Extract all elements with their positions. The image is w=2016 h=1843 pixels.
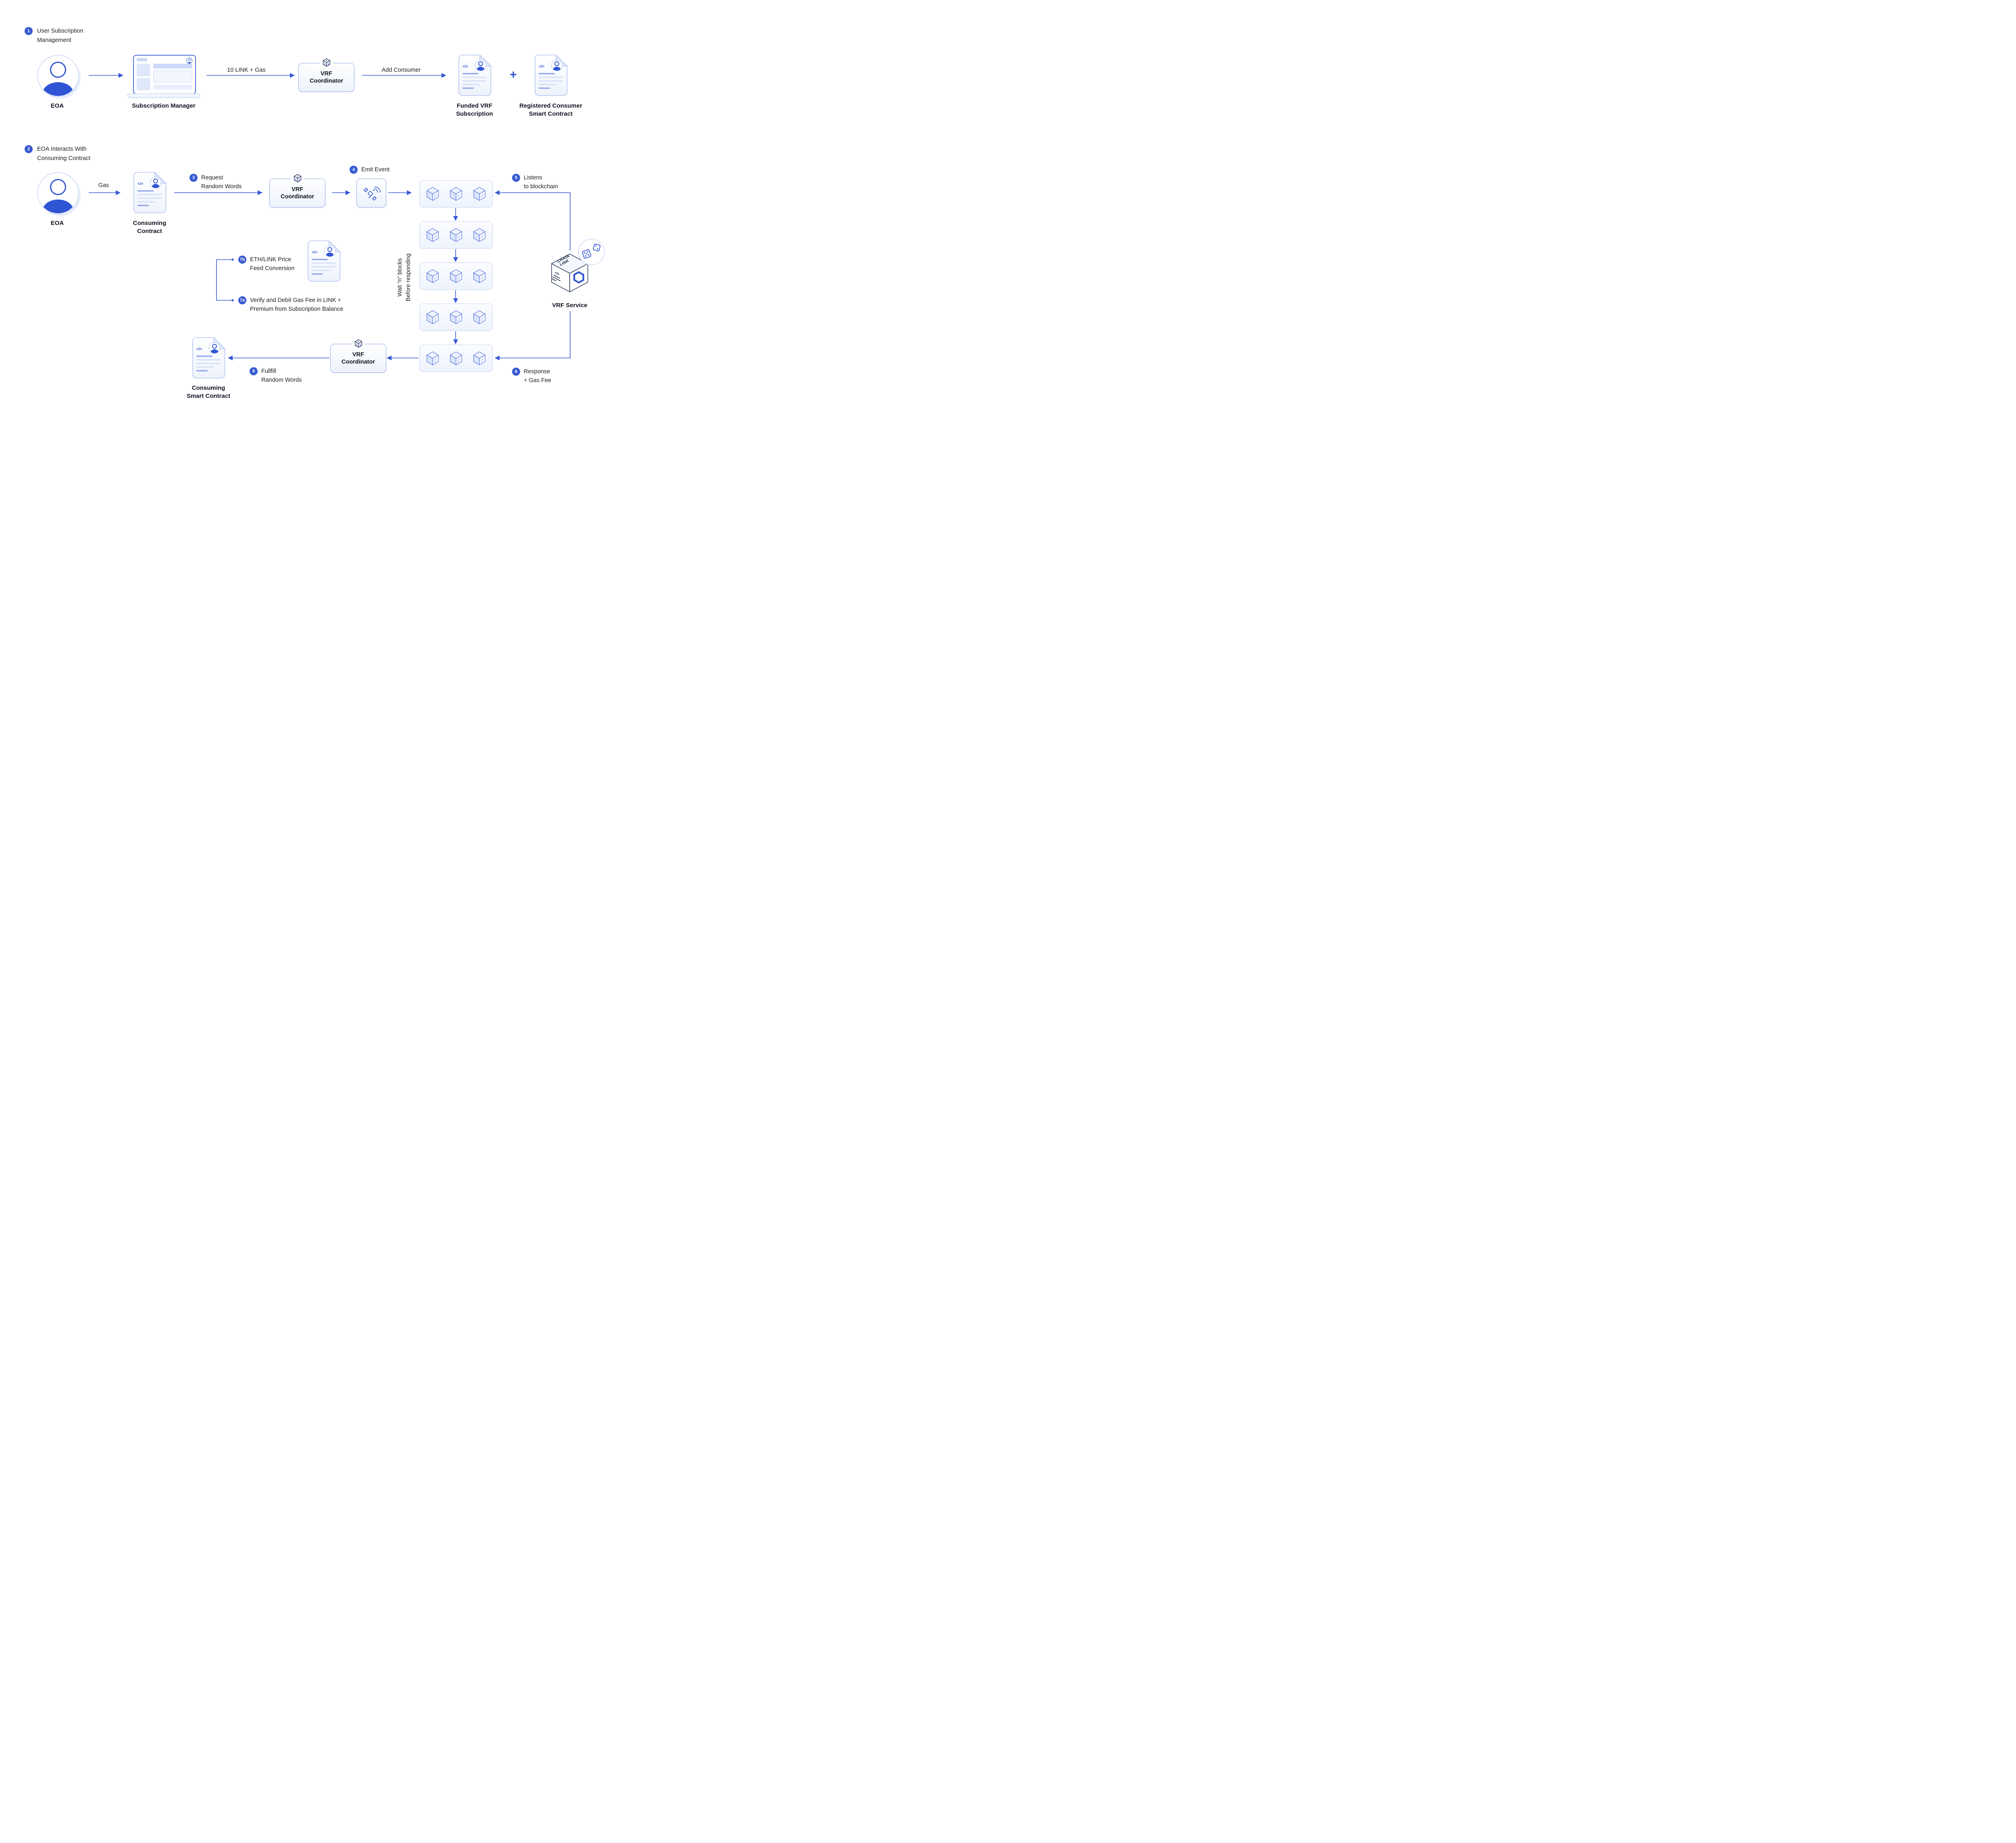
block-cube-icon (424, 350, 441, 367)
subscription-manager-laptop-icon (133, 55, 196, 94)
section-2-badge: 2 (25, 145, 33, 153)
vrf-coordinator-label-2: VRF Coordinator (281, 186, 314, 200)
arrow-vrf-service-response (495, 311, 571, 360)
section-1-badge: 1 (25, 27, 33, 35)
vrf-coordinator-label-3: VRF Coordinator (342, 352, 375, 365)
wait-blocks-note: Wait “n” blocks Before responding (397, 253, 412, 302)
chainlink-cube: CHAIN LINK </> (551, 254, 588, 292)
die-icon (352, 339, 365, 348)
step-3-text: Request Random Words (201, 175, 242, 190)
section-1-title: User Subscription Management (37, 28, 83, 44)
edge-label-10-link-gas: 10 LINK + Gas (227, 67, 266, 73)
block-cube-icon (448, 185, 464, 202)
step-6-text: Response + Gas Fee (524, 368, 552, 384)
step-5-badge: 5 (512, 174, 520, 182)
block-cube-icon (471, 227, 488, 243)
step-6-badge: 6 (512, 368, 520, 376)
cube-left-face-code: </> (551, 270, 560, 281)
step-7a-badge: 7a (238, 296, 246, 304)
step-4-badge: 4 (350, 166, 358, 174)
person-body-icon (43, 82, 73, 96)
person-head-icon (50, 62, 66, 78)
person-head-icon (50, 179, 66, 195)
registered-consumer-doc (534, 54, 568, 96)
blockchain-row-1 (419, 180, 493, 208)
consuming-contract-doc (133, 172, 167, 214)
eoa-label-2: EOA (50, 220, 64, 227)
block-cube-icon (448, 309, 464, 326)
eoa-avatar-2 (37, 172, 79, 214)
edge-label-add-consumer: Add Consumer (381, 67, 421, 73)
step-7b-text: ETH/LINK Price Feed Conversion (250, 256, 295, 272)
registered-consumer-label: Registered Consumer Smart Contract (519, 102, 582, 117)
block-cube-icon (424, 185, 441, 202)
block-cube-icon (471, 350, 488, 367)
laptop-sidebar (137, 64, 150, 90)
satellite-icon (362, 184, 381, 202)
vrf-coordinator-box-2: VRF Coordinator (269, 173, 325, 208)
laptop-content (153, 64, 192, 90)
step-3-badge: 3 (190, 174, 198, 182)
blockchain-row-5 (419, 345, 493, 372)
block-cube-icon (424, 227, 441, 243)
step-7a-text: Verify and Debit Gas Fee in LINK + Premi… (250, 297, 344, 312)
funded-subscription-doc (458, 54, 492, 96)
step-4-text: Emit Event (361, 166, 390, 173)
chainlink-hexagon-logo (573, 271, 584, 284)
plus-icon: + (510, 68, 517, 81)
emit-event-box (356, 179, 386, 208)
vrf-service-icon: CHAIN LINK </> (551, 239, 605, 292)
price-feed-doc (307, 240, 341, 282)
die-icon (291, 173, 304, 183)
block-cube-icon (471, 309, 488, 326)
bracket-dot-7a (231, 299, 234, 302)
bracket-7a-7b (216, 259, 232, 301)
blockchain-row-2 (419, 221, 493, 249)
vrf-coordinator-label-1: VRF Coordinator (310, 71, 343, 84)
vrf-service-label: VRF Service (552, 302, 587, 309)
dice-icon (578, 239, 605, 265)
laptop-topbar (137, 58, 147, 61)
vrf-coordinator-box-1: VRF Coordinator (298, 58, 354, 92)
funded-subscription-label: Funded VRF Subscription (456, 102, 493, 117)
step-7b-badge: 7b (238, 256, 246, 264)
diagram-canvas: </> (0, 0, 623, 419)
block-cube-icon (448, 350, 464, 367)
bracket-dot-7b (231, 258, 234, 261)
die-icon (320, 58, 333, 67)
step-5-text: Listens to blockchain (524, 175, 558, 190)
subscription-manager-label: Subscription Manager (132, 102, 196, 109)
edge-label-gas: Gas (98, 182, 109, 189)
vrf-coordinator-box-3: VRF Coordinator (330, 339, 386, 373)
person-body-icon (43, 200, 73, 213)
blockchain-row-4 (419, 304, 493, 331)
eoa-avatar-1 (37, 55, 79, 97)
section-2-title: EOA Interacts With Consuming Contract (37, 146, 91, 162)
block-cube-icon (448, 227, 464, 243)
consuming-smart-contract-doc (192, 337, 225, 379)
laptop-base (127, 94, 200, 98)
eoa-label-1: EOA (50, 102, 64, 109)
block-cube-icon (424, 268, 441, 285)
block-cube-icon (448, 268, 464, 285)
blockchain-row-3 (419, 262, 493, 290)
block-cube-icon (471, 185, 488, 202)
step-8-badge: 8 (250, 367, 258, 375)
consuming-contract-label: Consuming Contract (133, 220, 167, 235)
laptop-avatar-icon (186, 58, 192, 64)
block-cube-icon (424, 309, 441, 326)
consuming-smart-contract-label: Consuming Smart Contract (186, 385, 231, 399)
block-cube-icon (471, 268, 488, 285)
step-8-text: Fullfill Random Words (261, 368, 302, 383)
